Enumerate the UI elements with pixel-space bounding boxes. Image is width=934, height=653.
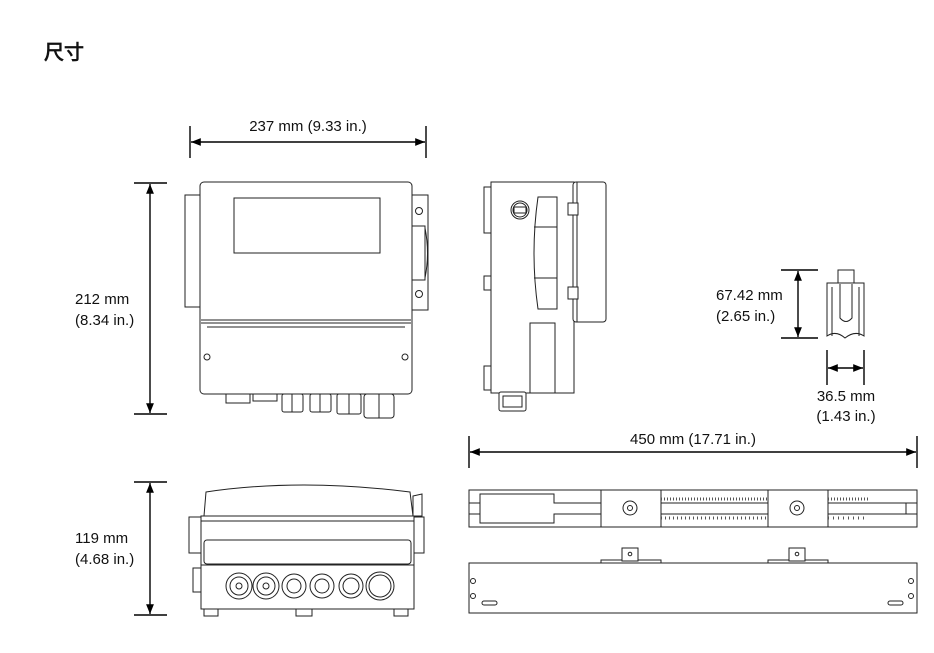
bottom-view: [188, 484, 425, 617]
rail-length-label: 450 mm (17.71 in.): [630, 431, 756, 448]
sensor-view: [826, 269, 865, 339]
sensor-width-label-mm: 36.5 mm: [817, 388, 875, 405]
depth-label-in: (4.68 in.): [75, 551, 134, 568]
sensor-height-label-in: (2.65 in.): [716, 308, 775, 325]
sensor-height-dimension: 67.42 mm (2.65 in.): [716, 269, 818, 339]
side-view: [483, 181, 607, 412]
width-dimension: 237 mm (9.33 in.): [189, 118, 427, 158]
height-dimension: 212 mm (8.34 in.): [75, 182, 167, 415]
rail-side-view: [468, 547, 918, 614]
height-label-in: (8.34 in.): [75, 312, 134, 329]
sensor-width-label-in: (1.43 in.): [816, 408, 875, 425]
page-title: 尺寸: [44, 40, 84, 64]
depth-dimension: 119 mm (4.68 in.): [75, 481, 167, 616]
rail-length-dimension: 450 mm (17.71 in.): [468, 431, 918, 468]
sensor-width-dimension: 36.5 mm (1.43 in.): [816, 350, 876, 425]
height-label-mm: 212 mm: [75, 291, 129, 308]
rail-top-view: [468, 489, 918, 528]
front-view: [184, 181, 429, 419]
sensor-height-label-mm: 67.42 mm: [716, 287, 783, 304]
width-label: 237 mm (9.33 in.): [249, 118, 367, 135]
depth-label-mm: 119 mm: [75, 530, 128, 547]
